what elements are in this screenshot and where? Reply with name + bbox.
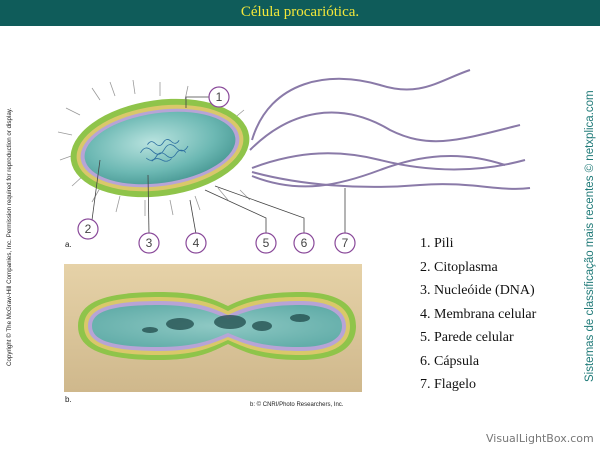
- dividing-cell: [78, 292, 356, 360]
- pili: [57, 79, 251, 216]
- prokaryotic-cell: [70, 98, 250, 198]
- watermark: VisualLightBox.com: [486, 432, 594, 445]
- callout-2: [77, 218, 99, 240]
- callout-number: 6: [301, 236, 308, 250]
- nucleoid: [140, 139, 189, 162]
- leader-citoplasma: [91, 159, 101, 221]
- legend-list: 1. Pili 2. Citoplasma 3. Nucleóide (DNA)…: [420, 232, 536, 397]
- legend-item-parede: 5. Parede celular: [420, 330, 514, 345]
- legend-item-capsula: 6. Cápsula: [420, 353, 480, 369]
- panel-label-a: a.: [65, 240, 72, 249]
- callout-number: 2: [85, 222, 92, 236]
- leader-lines: [91, 96, 346, 235]
- panel-label-b: b.: [65, 395, 72, 404]
- legend-item-citoplasma: 2. Citoplasma: [420, 259, 498, 275]
- leader-parede: [204, 189, 267, 234]
- header-bar: [0, 0, 600, 26]
- callout-4: [185, 232, 207, 254]
- legend-item-pili: 1. Pili: [420, 236, 454, 251]
- callout-6: [293, 232, 315, 254]
- flagella: [249, 69, 531, 190]
- flagellum: [251, 152, 526, 171]
- callout-number: 4: [193, 236, 200, 250]
- callout-number: 5: [263, 236, 270, 250]
- flagellum: [251, 69, 471, 141]
- callout-number: 1: [216, 90, 223, 104]
- legend-item-flagelo: 7. Flagelo: [420, 377, 476, 392]
- flagellum: [249, 111, 521, 151]
- micrograph-nucleoid: [142, 314, 310, 333]
- leader-capsula: [214, 185, 305, 234]
- flagellum: [251, 171, 531, 190]
- callouts: [77, 86, 356, 254]
- leader-nucleoide: [147, 174, 150, 235]
- photo-credit: b: © CNRI/Photo Researchers, Inc.: [250, 402, 344, 408]
- callout-3: [138, 232, 160, 254]
- legend-item-nucleoide: 3. Nucleóide (DNA): [420, 283, 535, 298]
- leader-membrana: [189, 199, 197, 235]
- callout-number: 7: [342, 236, 349, 250]
- cytoplasm: [84, 111, 236, 185]
- callout-5: [255, 232, 277, 254]
- callout-1: [208, 86, 230, 108]
- page-title: Célula procariótica.: [240, 4, 360, 20]
- flagellum: [251, 154, 506, 188]
- callout-7: [334, 232, 356, 254]
- callout-number: 3: [146, 236, 153, 250]
- legend-item-membrana: 4. Membrana celular: [420, 306, 537, 322]
- leader-pili: [185, 96, 209, 108]
